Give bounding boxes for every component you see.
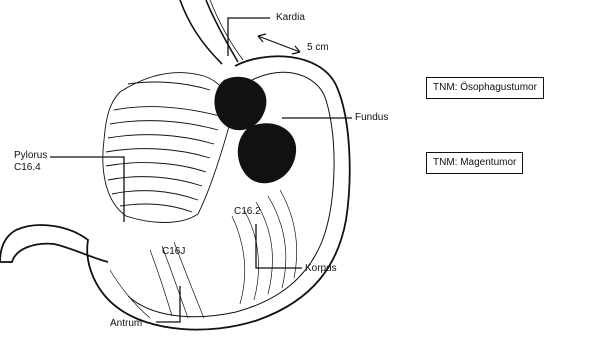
distance-label: 5 cm: [307, 42, 329, 54]
antrum-label: Antrum: [110, 318, 142, 330]
rugal-folds: [110, 190, 297, 318]
kardia-leader: [228, 18, 270, 56]
esophageal-tumor-mass: [214, 77, 266, 131]
pylorus-code-label: C16.4: [14, 162, 41, 174]
antrum-code-label: C16J: [162, 246, 185, 258]
esophagus-inner-line: [210, 0, 243, 60]
pylorus-label: Pylorus: [14, 150, 47, 162]
korpus-label: Korpus: [305, 263, 337, 275]
omentum-mass: [103, 73, 231, 223]
esophagus-left-wall: [180, 0, 222, 64]
esophageal-tumor-box: TNM: Ösophagustumor: [426, 77, 544, 99]
gastric-tumor-box: TNM: Magentumor: [426, 152, 523, 174]
fundus-label: Fundus: [355, 112, 388, 124]
gastric-tumor-mass: [238, 123, 296, 183]
corpus-code-label: C16.2: [234, 206, 261, 218]
distance-arrow: [258, 34, 300, 54]
stomach-outline: [0, 56, 350, 329]
kardia-label: Kardia: [276, 12, 305, 24]
pylorus-leader: [50, 157, 124, 222]
